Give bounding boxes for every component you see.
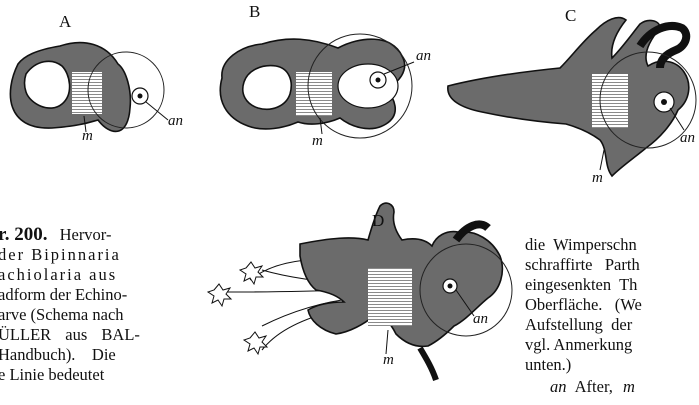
caption-left-line-1: r. 200. Hervor- [0,225,111,245]
caption-left-line-4: adform der Echino- [0,285,127,305]
figure-number: r. 200. [0,224,47,245]
caption-right-line-1: die Wimperschn [525,235,637,255]
caption-right-line-8: an After, m [550,377,635,397]
panel-b-diagram [220,34,414,138]
panel-a-diagram [10,43,168,132]
caption-right-line-5: Aufstellung der [525,315,632,335]
caption-left-line-2: der Bipinnaria [0,245,121,265]
panel-c-diagram [448,18,696,176]
panel-b-mouth-label: m [312,133,323,150]
caption-right-line-7: unten.) [525,355,571,375]
caption-right-line-2: schraffirte Parth [525,255,640,275]
panel-c-hatched-region [592,74,628,128]
panel-d-letter: D [372,211,384,231]
panel-a-anus-label: an [168,113,183,130]
caption-left-line-7: Handbuch). Die [0,345,116,365]
panel-a-letter: A [59,12,71,32]
caption-left-line-6: ÜLLER aus BAL- [0,325,140,345]
panel-d-hatched-region [368,268,412,326]
panel-d-mouth-label: m [383,352,394,369]
caption-right-line-6: vgl. Anmerkung [525,335,632,355]
panel-c-mouth-label: m [592,170,603,187]
caption-left-line-5: arve (Schema nach [0,305,124,325]
panel-b-anus-label: an [416,48,431,65]
caption-left-line-8: e Linie bedeutet [0,365,104,385]
panel-c-letter: C [565,6,576,26]
panel-a-mouth-label: m [82,128,93,145]
panel-c-ciliated-band [448,18,689,176]
caption-right-line-3: eingesenkten Th [525,275,637,295]
panel-a-hatched-region [72,72,102,114]
panel-a-ciliated-band [10,43,130,132]
panel-b-letter: B [249,2,260,22]
caption-right-line-4: Oberfläche. (We [525,295,642,315]
panel-c-anus-label: an [680,130,695,147]
caption-left-line-3: achiolaria aus [0,265,117,285]
panel-d-diagram [208,203,512,380]
panel-d-anus-label: an [473,311,488,328]
